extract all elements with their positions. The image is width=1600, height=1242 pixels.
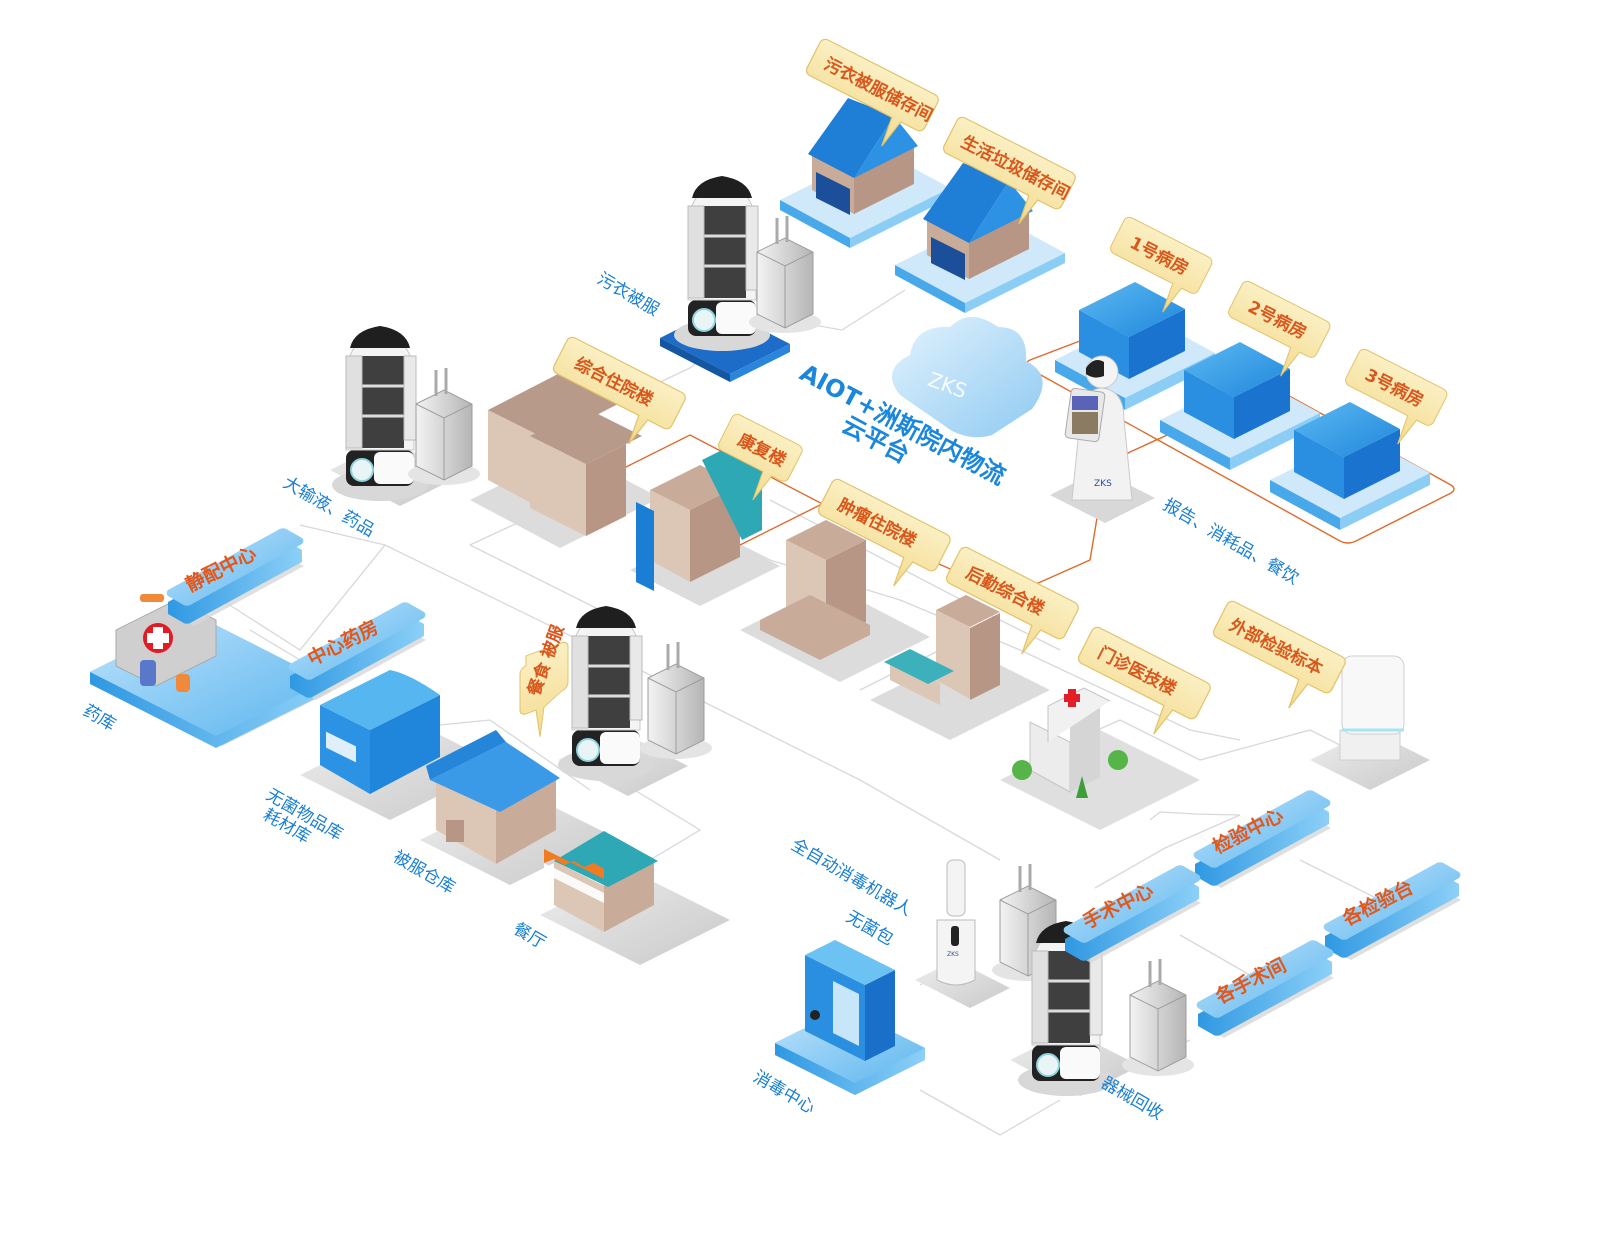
disinfection-cabinet[interactable] bbox=[775, 940, 925, 1095]
robot-brand: ZKS bbox=[1094, 479, 1112, 489]
label-restaurant: 餐厅 bbox=[510, 919, 549, 953]
label-linen-warehouse: 被服仓库 bbox=[390, 847, 459, 898]
sterile-store-building[interactable] bbox=[300, 670, 500, 820]
connector-line bbox=[1299, 859, 1381, 901]
general-inpatient-building[interactable] bbox=[470, 374, 660, 548]
tumor-inpatient-building[interactable] bbox=[740, 520, 930, 682]
label-dirty-linen: 污衣被服 bbox=[594, 269, 663, 320]
pharmacy-store[interactable] bbox=[90, 594, 332, 748]
specimen-transport-box[interactable] bbox=[1310, 655, 1430, 790]
connector-line bbox=[1149, 811, 1241, 821]
connector-line bbox=[1094, 814, 1241, 889]
connector-line bbox=[699, 699, 1001, 861]
outpatient-tech-building[interactable] bbox=[1000, 687, 1200, 830]
label-reports-supplies-meals: 报告、消耗品、餐饮 bbox=[1160, 495, 1303, 589]
plate-operating-rooms[interactable]: 各手术间 bbox=[1196, 940, 1334, 1038]
humanoid-robot[interactable]: ZKS bbox=[1050, 355, 1155, 523]
restaurant-building[interactable] bbox=[540, 831, 730, 965]
cart-icon bbox=[747, 214, 823, 335]
robot-brand: ZKS bbox=[947, 951, 959, 958]
dirty-linen-robot-station[interactable] bbox=[660, 174, 823, 382]
label-instrument-recycle: 器械回收 bbox=[1098, 1073, 1167, 1124]
connector-line bbox=[919, 1089, 1061, 1136]
label-pharmacy-store: 药库 bbox=[80, 701, 119, 735]
connector-line bbox=[469, 544, 601, 611]
connector-line bbox=[1179, 934, 1251, 976]
plate-surgery-center[interactable]: 手术中心 bbox=[1063, 865, 1201, 963]
rehab-building[interactable] bbox=[630, 440, 780, 606]
cart-icon bbox=[1120, 957, 1196, 1078]
plate-lab-center[interactable]: 检验中心 bbox=[1193, 790, 1331, 888]
cloud-platform-icon: ZKS bbox=[892, 317, 1043, 438]
cart-icon bbox=[638, 640, 714, 761]
connector-line bbox=[609, 774, 702, 861]
garbage-storage-building[interactable] bbox=[895, 163, 1065, 313]
tag-meal-linen: 餐食 被服 bbox=[519, 621, 569, 737]
ward-3-building[interactable] bbox=[1270, 402, 1430, 530]
plate-lab-benches[interactable]: 各检验台 bbox=[1323, 862, 1461, 960]
connector-line bbox=[439, 719, 591, 791]
meal-linen-robot-station[interactable] bbox=[556, 604, 714, 796]
logistics-complex-building[interactable] bbox=[870, 595, 1050, 740]
linen-warehouse-building[interactable] bbox=[420, 730, 610, 885]
label-disinfection-center: 消毒中心 bbox=[750, 1067, 819, 1118]
instrument-recycle-robot-station[interactable] bbox=[1010, 919, 1196, 1098]
dirty-linen-storage-building[interactable] bbox=[780, 98, 950, 248]
connector-line bbox=[213, 544, 386, 651]
connector-line bbox=[249, 629, 301, 661]
tag-ward-3: 3号病房 bbox=[1345, 348, 1448, 445]
label-sterile-pack: 无菌包 bbox=[843, 907, 897, 950]
ward-2-building[interactable] bbox=[1160, 342, 1320, 470]
plate-dispensing-center[interactable]: 静配中心 bbox=[166, 528, 304, 626]
infusion-robot-station[interactable] bbox=[330, 324, 482, 506]
cart-icon bbox=[406, 366, 482, 487]
tag-external-specimen: 外部检验标本 bbox=[1197, 598, 1348, 723]
disinfection-robot[interactable]: ZKS bbox=[915, 859, 1010, 1008]
delivery-robot-icon bbox=[556, 604, 656, 783]
